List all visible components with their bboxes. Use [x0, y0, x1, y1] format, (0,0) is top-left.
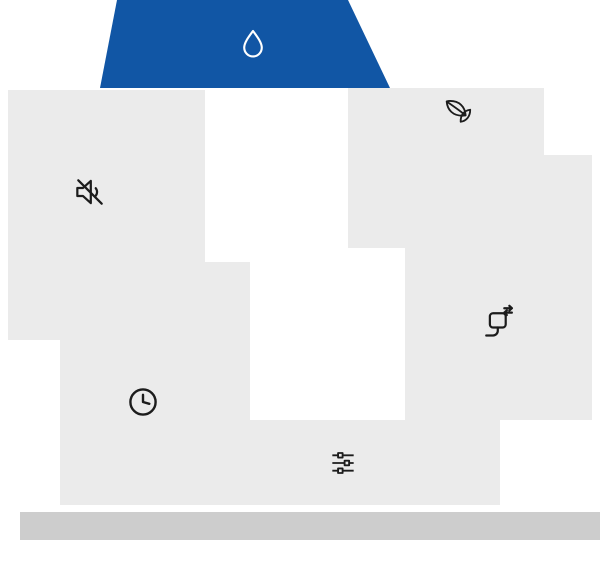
tile-power-panel	[405, 155, 592, 420]
tile-options-panel	[205, 420, 500, 505]
leaf-icon[interactable]	[441, 95, 475, 129]
header-banner	[100, 0, 390, 88]
plug-swap-icon[interactable]	[478, 303, 516, 341]
footer-bar	[20, 512, 600, 540]
sliders-icon[interactable]	[327, 447, 359, 479]
clock-icon[interactable]	[125, 384, 161, 420]
muted-speaker-icon[interactable]	[71, 173, 109, 211]
water-drop-icon[interactable]	[236, 27, 270, 61]
